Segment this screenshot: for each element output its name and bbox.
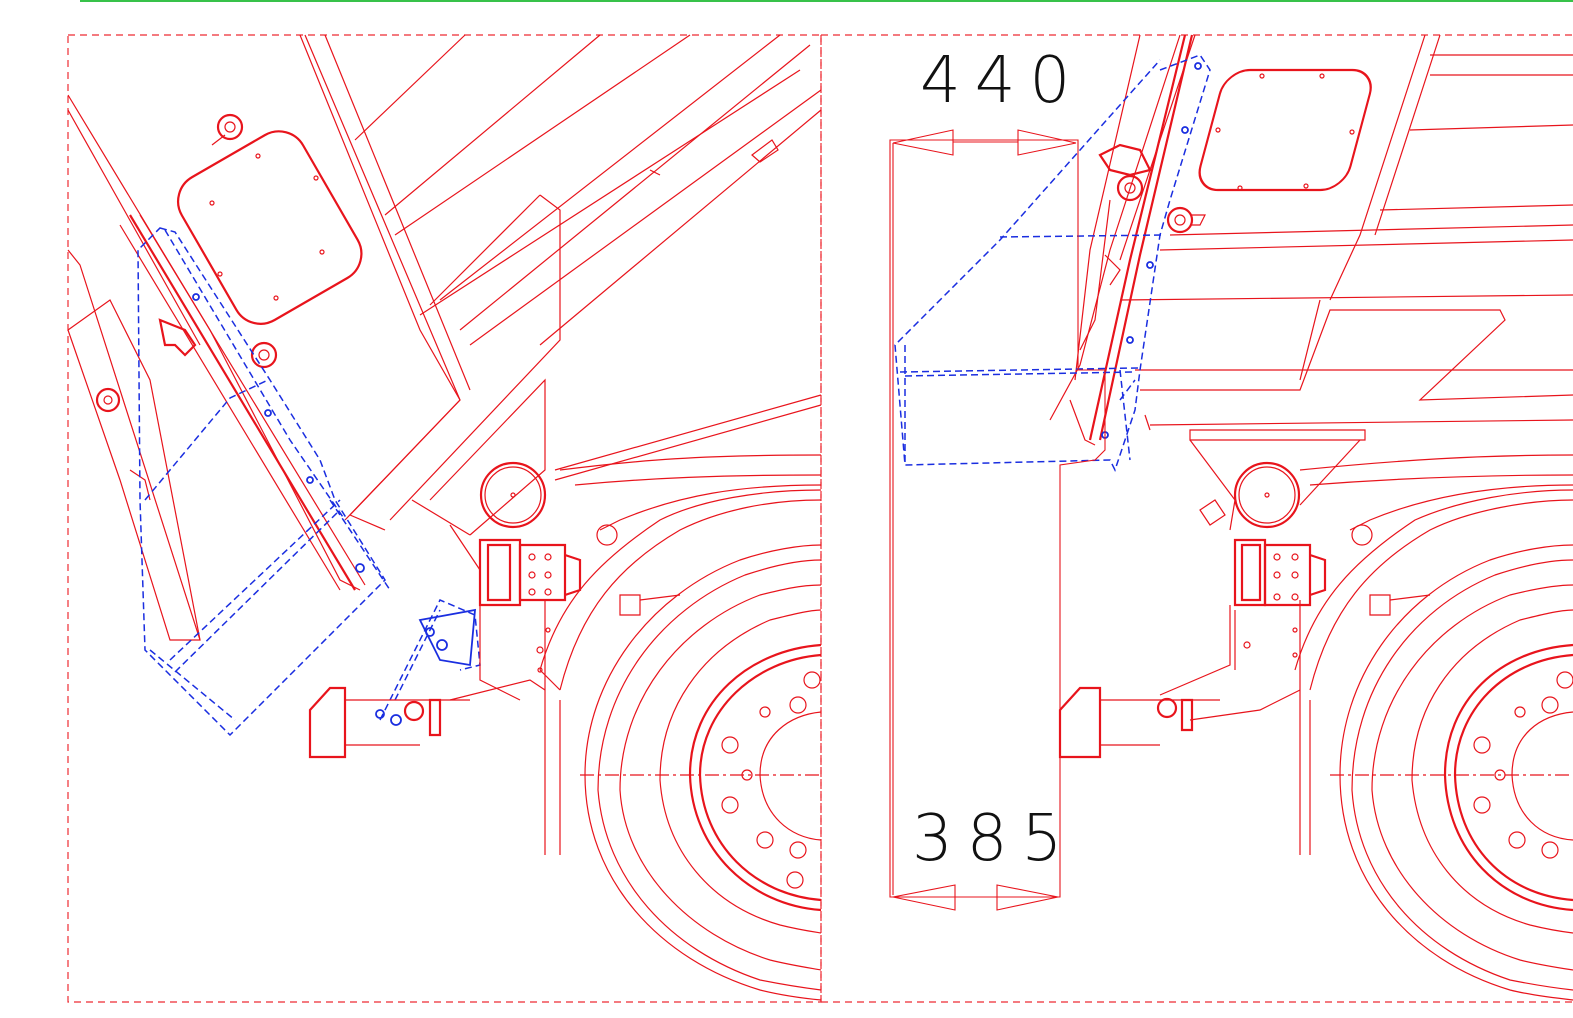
left-hidden-outline [137,227,481,737]
right-wheel [1294,454,1573,1001]
right-door-window [1198,68,1372,192]
left-door-window [177,130,363,325]
left-hinge-knob-lower [250,341,278,369]
right-hidden-outline [894,54,1211,472]
left-mechanism [308,461,582,855]
left-lower-bracket [308,686,347,759]
lower-dim-arrow-right [996,884,1059,911]
left-view [67,34,822,1001]
right-lamp [1233,461,1301,529]
left-hinge-knob-upper [216,113,244,141]
left-wheel [539,454,822,1001]
left-lamp [479,461,547,529]
right-hinge-knob-upper [1116,174,1144,202]
lower-width-dimension-label: 385 [912,802,1076,876]
frames [67,34,1573,1003]
right-body [1049,34,1573,446]
right-view-frame [820,34,1573,1003]
right-lower-bracket [1058,686,1102,759]
left-hinge-knob-side [95,387,121,413]
clearance-outline [889,139,1106,898]
upper-width-dimension-label: 440 [920,44,1084,118]
right-mechanism [1058,439,1361,855]
dimension-envelope [889,129,1106,911]
left-body-panels [304,34,822,536]
right-view [889,34,1573,1001]
upper-dim-arrow-right [1017,129,1077,156]
upper-dim-arrow-left [892,129,954,156]
right-hinge-knob-lower [1166,206,1194,234]
left-door-panel [67,34,461,641]
